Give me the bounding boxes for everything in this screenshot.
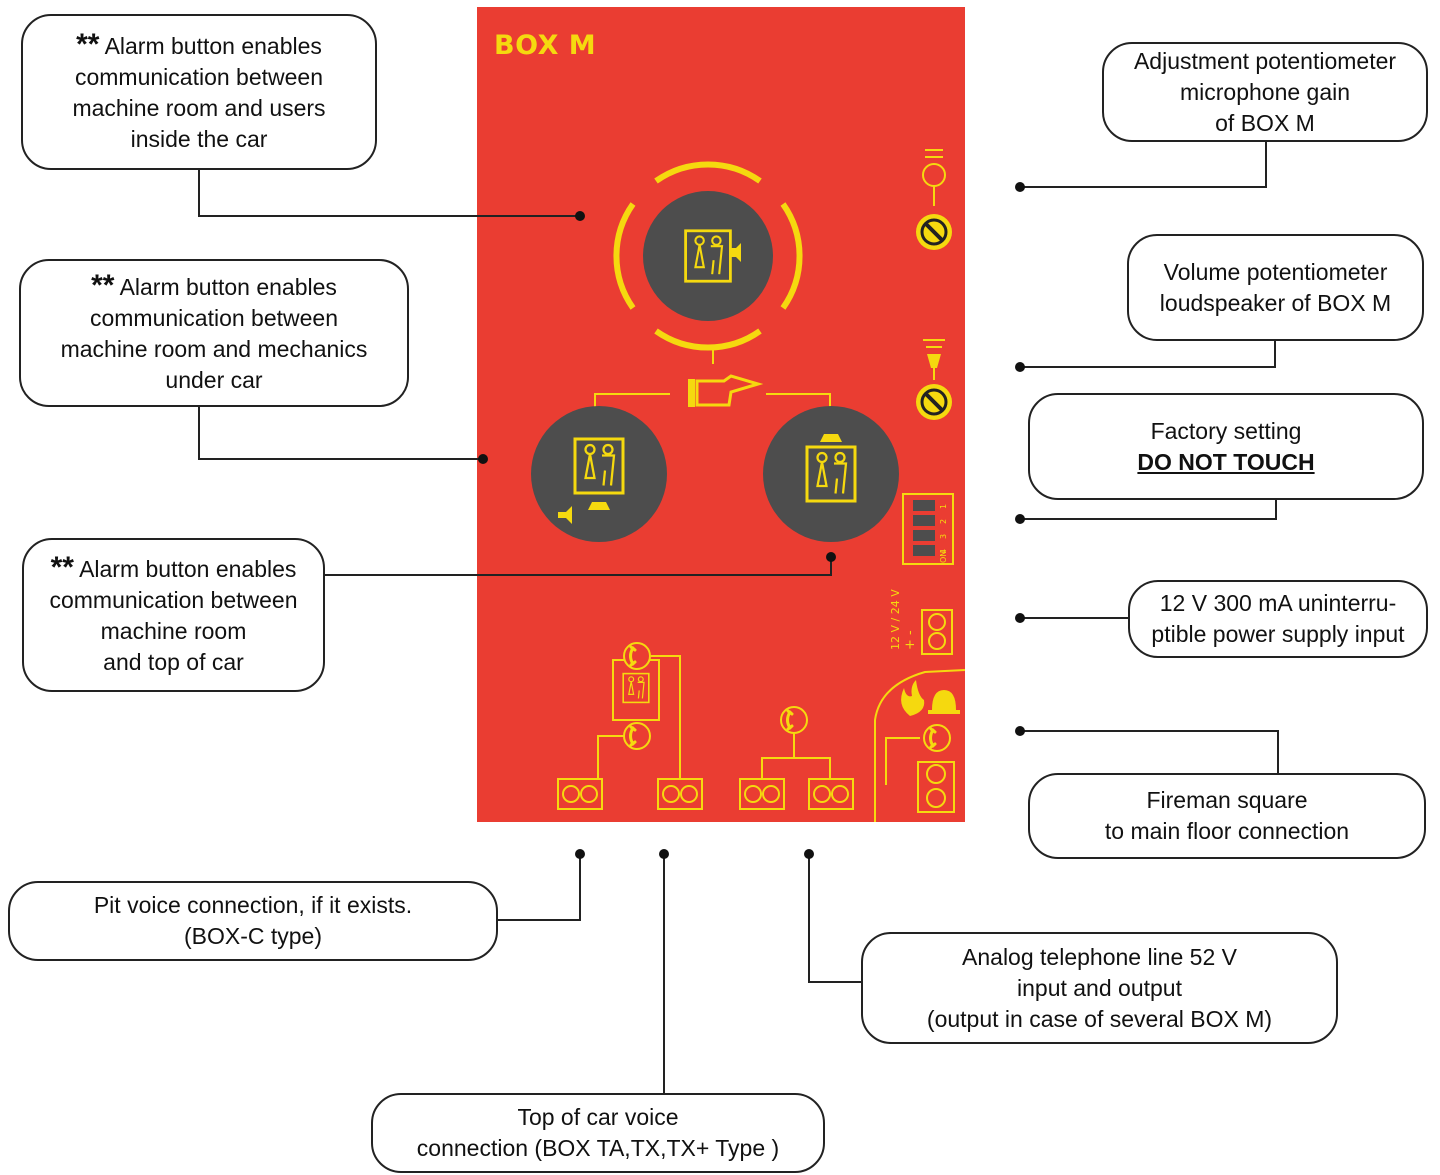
callout-line: Fireman square (1146, 787, 1308, 813)
leader-dots (478, 182, 1025, 859)
callout-stars: ** (76, 28, 100, 61)
fireman-area-border (874, 669, 966, 822)
callout-line: machine room (100, 618, 247, 644)
callout-alarm-car: ** Alarm button enables communication be… (21, 14, 377, 170)
callout-line: (output in case of several BOX M) (926, 1005, 1273, 1032)
pointing-hand-icon (688, 374, 764, 407)
dip-on-label: ON (939, 551, 948, 563)
callout-line: (BOX-C type) (183, 923, 323, 949)
loudspeaker-icon (923, 339, 945, 380)
callout-line: connection (BOX TA,TX,TX+ Type ) (416, 1135, 780, 1161)
telephone-icon (779, 705, 809, 735)
callout-line: Volume potentiometer (1163, 258, 1388, 285)
dip-label-2: 2 (939, 519, 948, 524)
pit-terminal[interactable] (557, 778, 603, 810)
telephone-icon (622, 721, 652, 751)
alarm-button-under-car[interactable] (531, 406, 667, 542)
fire-icon (901, 680, 925, 716)
callout-alarm-top-of-car: ** Alarm button enables communication be… (22, 538, 325, 692)
top-of-car-terminal[interactable] (657, 778, 703, 810)
dip-label-4: 4 (939, 549, 948, 554)
telephone-icon (622, 641, 652, 671)
callout-stars: ** (50, 551, 74, 584)
callout-line: 12 V 300 mA uninterru- (1159, 590, 1397, 616)
callout-pit: Pit voice connection, if it exists. (BOX… (8, 881, 498, 961)
callout-line: machine room and users (72, 95, 326, 121)
voltage-label: 12 V / 24 V (889, 589, 902, 650)
callout-telephone-line: Analog telephone line 52 V input and out… (861, 932, 1338, 1044)
alarm-button-top-of-car[interactable] (763, 406, 899, 542)
callout-power-supply: 12 V 300 mA uninterru- ptible power supp… (1128, 580, 1428, 658)
callout-factory-setting: Factory setting DO NOT TOUCH (1028, 393, 1424, 500)
callout-line: Adjustment potentiometer (1133, 47, 1397, 74)
callout-stars: ** (91, 269, 115, 302)
callout-line: Analog telephone line 52 V (962, 943, 1237, 970)
dip-switch: 1 2 3 4 ON (902, 493, 954, 565)
callout-line: communication between (49, 587, 298, 613)
callout-line: Alarm button enables (104, 33, 322, 59)
callout-line: Pit voice connection, if it exists. (93, 892, 413, 918)
callout-line: Top of car voice (517, 1104, 679, 1130)
telephone-line-terminal-2[interactable] (808, 778, 854, 810)
polarity-label: + - (903, 630, 918, 650)
callout-line: under car (165, 367, 263, 393)
power-terminal[interactable] (921, 609, 953, 655)
callout-line: communication between (74, 64, 324, 90)
fireman-terminal[interactable] (917, 761, 955, 813)
telephone-line-terminal-1[interactable] (739, 778, 785, 810)
dip-label-1: 1 (939, 504, 948, 509)
telephone-icon (922, 723, 952, 753)
callout-line: Alarm button enables (119, 274, 337, 300)
leader-lines (198, 140, 1279, 1094)
callout-line: Factory setting (1150, 417, 1302, 444)
panel-title: BOX M (494, 30, 597, 61)
box-m-panel (477, 7, 965, 822)
callout-line: to main floor connection (1104, 818, 1350, 844)
speaker-icon (730, 243, 741, 262)
callout-line: loudspeaker of BOX M (1159, 289, 1392, 316)
microphone-icon (922, 149, 946, 206)
callout-line: microphone gain (1179, 78, 1351, 105)
alarm-button-car[interactable] (613, 161, 803, 351)
volume-potentiometer[interactable] (914, 382, 954, 422)
callout-line: inside the car (130, 126, 268, 152)
do-not-touch-warning: DO NOT TOUCH (1137, 448, 1315, 475)
callout-line: machine room and mechanics (60, 336, 368, 362)
callout-line: communication between (89, 305, 339, 331)
callout-line: Alarm button enables (79, 556, 297, 582)
callout-alarm-under-car: ** Alarm button enables communication be… (19, 259, 409, 407)
bell-icon (928, 690, 960, 714)
callout-line: of BOX M (1215, 109, 1315, 136)
callout-fireman: Fireman square to main floor connection (1028, 773, 1426, 859)
callout-mic-gain: Adjustment potentiometer microphone gain… (1102, 42, 1428, 142)
callout-line: ptible power supply input (1151, 621, 1405, 647)
callout-line: input and output (1017, 974, 1182, 1001)
callout-line: and top of car (103, 649, 244, 675)
dip-label-3: 3 (939, 534, 948, 539)
microphone-gain-potentiometer[interactable] (914, 212, 954, 252)
callout-top-of-car-voice: Top of car voice connection (BOX TA,TX,T… (371, 1093, 825, 1173)
callout-volume: Volume potentiometer loudspeaker of BOX … (1127, 234, 1424, 341)
